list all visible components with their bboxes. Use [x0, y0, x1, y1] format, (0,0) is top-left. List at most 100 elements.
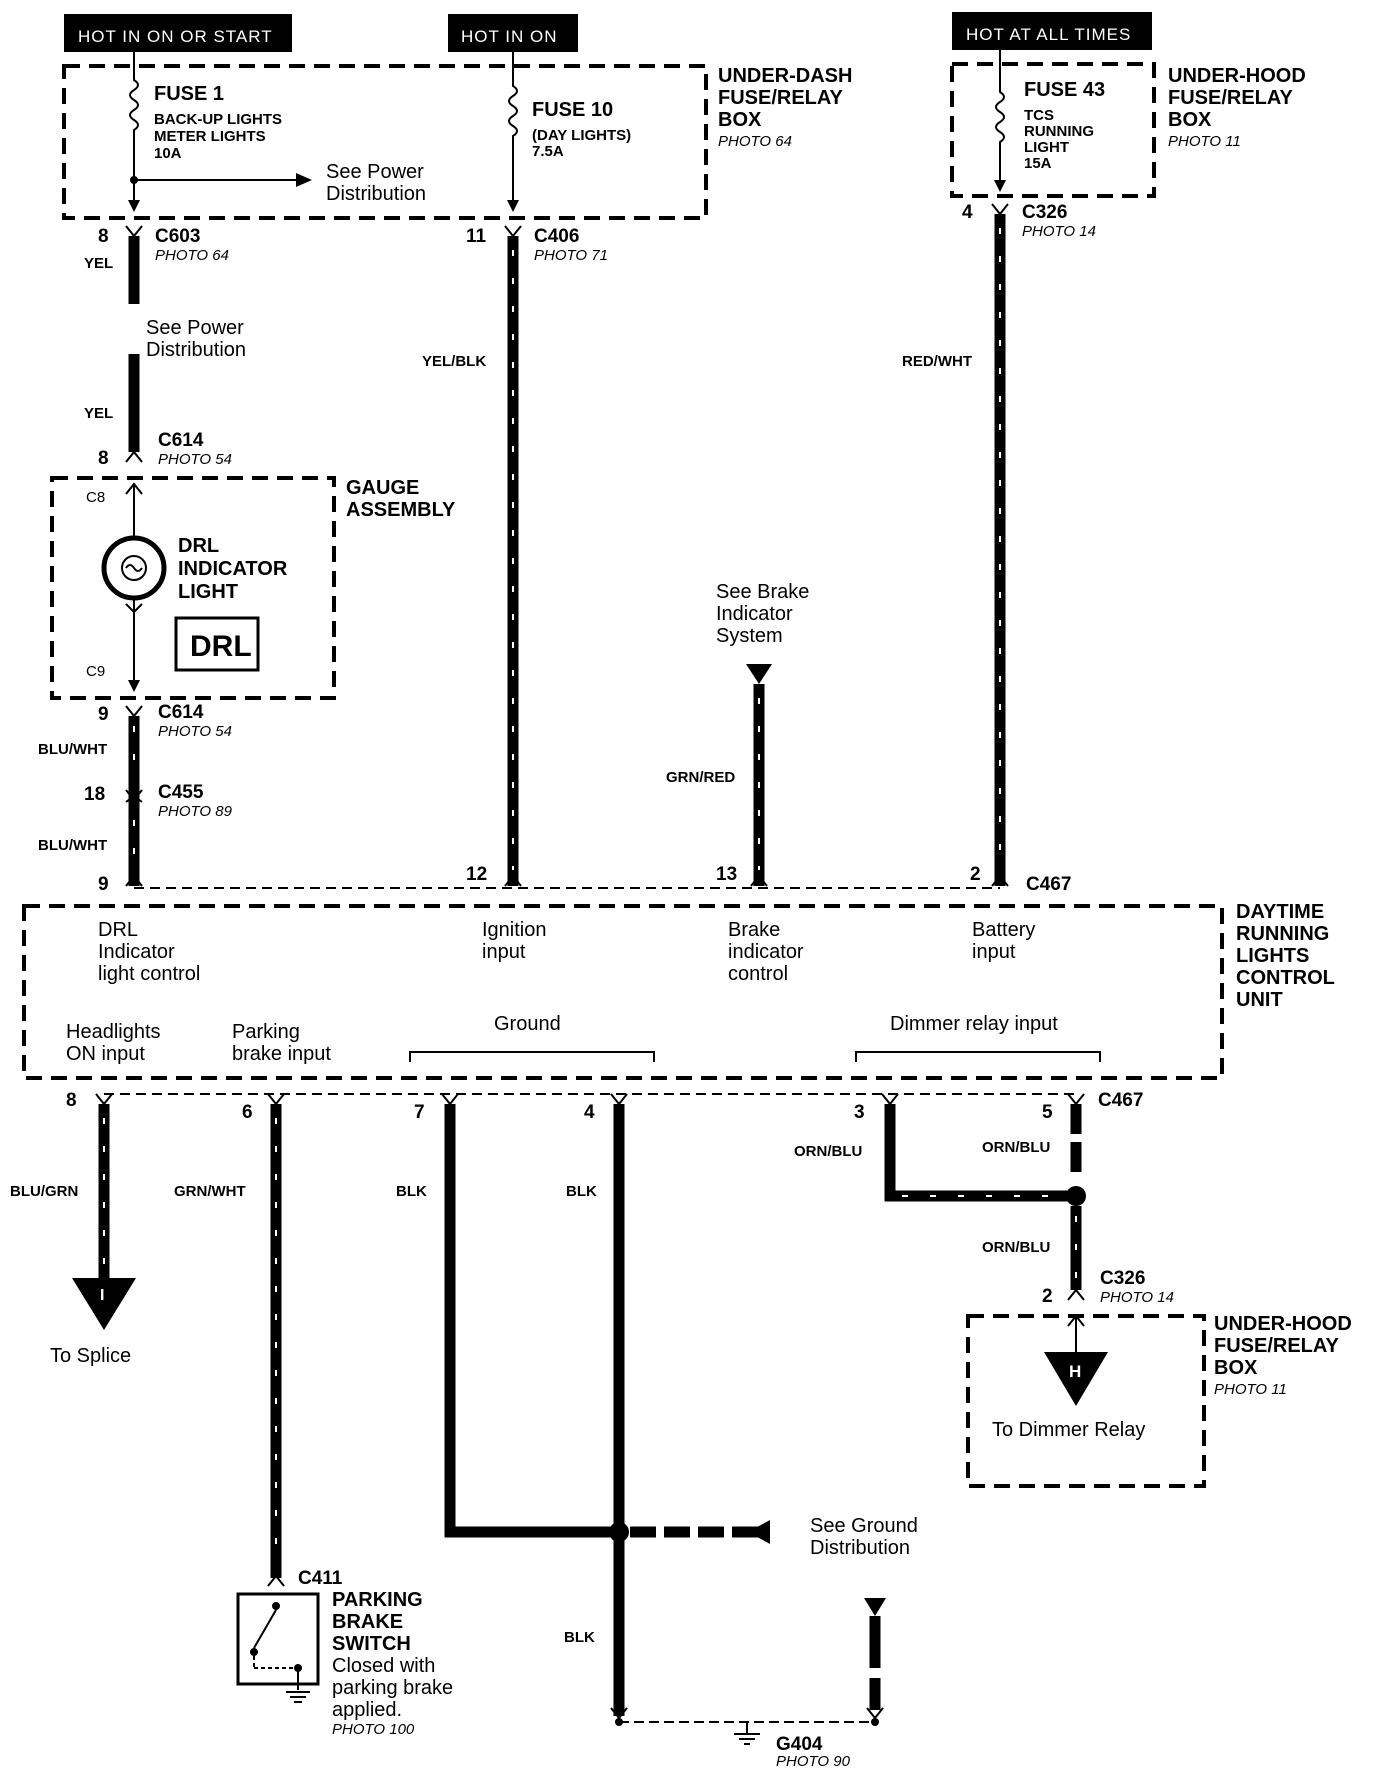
fuse-desc: LIGHT [1024, 139, 1069, 156]
photo-ref: PHOTO 90 [776, 1753, 851, 1770]
wire-color: GRN/WHT [174, 1183, 246, 1200]
wire-blu-grn: BLU/GRN I To Splice [10, 1093, 136, 1367]
connector-c455-mark [125, 794, 143, 803]
wire-red-wht: 4 C326 PHOTO 14 RED/WHT [902, 202, 1096, 887]
header-hot-in-on-or-start: HOT IN ON OR START [64, 14, 292, 52]
wire-color: BLK [396, 1183, 427, 1200]
terminal-label: input [482, 941, 526, 963]
underhood-fuse-box-bottom: UNDER-HOOD FUSE/RELAY BOX PHOTO 11 H To … [992, 1313, 1352, 1441]
pin-number: 6 [242, 1102, 253, 1123]
cross-ref: Distribution [326, 183, 426, 205]
photo-ref: PHOTO 100 [332, 1721, 415, 1738]
fuse-desc: METER LIGHTS [154, 128, 266, 145]
connector-c411-mark [267, 1574, 285, 1587]
connector-name: C467 [1098, 1090, 1143, 1111]
connector-name: C326 [1100, 1268, 1145, 1289]
photo-ref: PHOTO 14 [1100, 1289, 1174, 1306]
parking-brake-switch: PARKING BRAKE SWITCH Closed with parking… [236, 1589, 453, 1738]
pin-number: 9 [98, 704, 109, 725]
terminal-label: Ignition [482, 919, 547, 941]
ground-icon [734, 1733, 760, 1745]
photo-ref: PHOTO 11 [1214, 1381, 1287, 1398]
connector-c603-mark [125, 225, 143, 238]
splice-letter: I [100, 1287, 104, 1304]
terminal-label: light control [98, 963, 200, 985]
pin-number: 2 [1042, 1286, 1053, 1307]
header-label: HOT IN ON OR START [78, 27, 273, 46]
fuse-rating: 10A [154, 145, 182, 162]
pin-number: 4 [962, 202, 973, 223]
connector-c326-mark [991, 203, 1009, 216]
switch-box [236, 1592, 320, 1686]
pin-number: 3 [854, 1102, 865, 1123]
gauge-assembly: GAUGE ASSEMBLY C8 C9 DRL INDICATOR LIGHT… [86, 477, 456, 692]
box-label: BOX [718, 109, 762, 131]
wire-color: BLU/WHT [38, 741, 107, 758]
fuse-name: FUSE 1 [154, 83, 224, 105]
connector-name: C614 [158, 430, 204, 451]
cross-ref: Distribution [810, 1537, 910, 1559]
pin-number: 4 [584, 1102, 595, 1123]
wire-color: ORN/BLU [794, 1143, 862, 1160]
box-label: FUSE/RELAY [718, 87, 844, 109]
wire-color: BLK [564, 1629, 595, 1646]
cross-ref: See Power [146, 317, 244, 339]
terminal-label: ON input [66, 1043, 145, 1065]
wire-color: RED/WHT [902, 353, 972, 370]
pin-number: 18 [84, 784, 105, 805]
light-label: DRL [178, 535, 219, 557]
header-label: HOT IN ON [461, 27, 558, 46]
fuse-1: FUSE 1 BACK-UP LIGHTS METER LIGHTS 10A S… [128, 52, 426, 212]
box-label: UNDER-DASH [718, 65, 852, 87]
underhood-fuse-box-top-outline [950, 62, 1156, 198]
component-title: SWITCH [332, 1633, 411, 1655]
component-title: BRAKE [332, 1611, 403, 1633]
photo-ref: PHOTO 14 [1022, 223, 1096, 240]
connector-name: C406 [534, 226, 579, 247]
pin-number: 8 [98, 448, 109, 469]
drl-control-unit: DAYTIME RUNNING LIGHTS CONTROL UNIT DRL … [66, 901, 1335, 1065]
unit-title: RUNNING [1236, 923, 1329, 945]
fuse-desc: (DAY LIGHTS) [532, 127, 631, 144]
relay-letter: H [1069, 1362, 1081, 1381]
drl-control-unit-outline [22, 904, 1224, 1080]
terminal-label: Ground [494, 1013, 561, 1035]
wire-color: ORN/BLU [982, 1139, 1050, 1156]
fuse-icon [129, 66, 139, 208]
terminal-label: brake input [232, 1043, 331, 1065]
header-label: HOT AT ALL TIMES [966, 25, 1131, 44]
splice-arrow-icon [72, 1278, 136, 1330]
photo-ref: PHOTO 71 [534, 247, 608, 264]
unit-top-pins: 9 12 13 2 C467 [98, 864, 1071, 895]
fuse-name: FUSE 10 [532, 99, 613, 121]
arrow-down-icon [746, 664, 772, 684]
cross-ref: Distribution [146, 339, 246, 361]
connector-name: C603 [155, 226, 200, 247]
cross-ref: See Brake [716, 581, 809, 603]
light-label: INDICATOR [178, 558, 288, 580]
wire-color: YEL/BLK [422, 353, 486, 370]
ground-bracket [409, 1051, 655, 1062]
underhood-fuse-box-top-label: UNDER-HOOD FUSE/RELAY BOX PHOTO 11 [1168, 65, 1306, 150]
drl-badge-icon [174, 616, 260, 672]
connector-name: C467 [1026, 874, 1071, 895]
cross-ref: System [716, 625, 783, 647]
header-hot-in-on: HOT IN ON [448, 14, 578, 52]
pin-label: C8 [86, 489, 105, 506]
fuse-10: FUSE 10 (DAY LIGHTS) 7.5A [507, 52, 631, 212]
gauge-assembly-outline [50, 476, 336, 700]
fuse-icon [995, 64, 1005, 188]
terminal-label: Headlights [66, 1021, 161, 1043]
box-label: FUSE/RELAY [1168, 87, 1294, 109]
pin-number: 13 [716, 864, 737, 885]
wire-color: ORN/BLU [982, 1239, 1050, 1256]
pin-number: 11 [466, 226, 487, 247]
cross-ref: To Dimmer Relay [992, 1419, 1145, 1441]
wire-color: YEL [84, 255, 113, 272]
wire-color: BLK [566, 1183, 597, 1200]
connector-c614-mark [125, 450, 143, 463]
unit-title: UNIT [1236, 989, 1283, 1011]
connector-c406-mark [504, 225, 522, 238]
wire-yel: 8 C603 PHOTO 64 YEL See Power Distributi… [84, 225, 246, 469]
connector-c326-mark [1067, 1288, 1085, 1301]
